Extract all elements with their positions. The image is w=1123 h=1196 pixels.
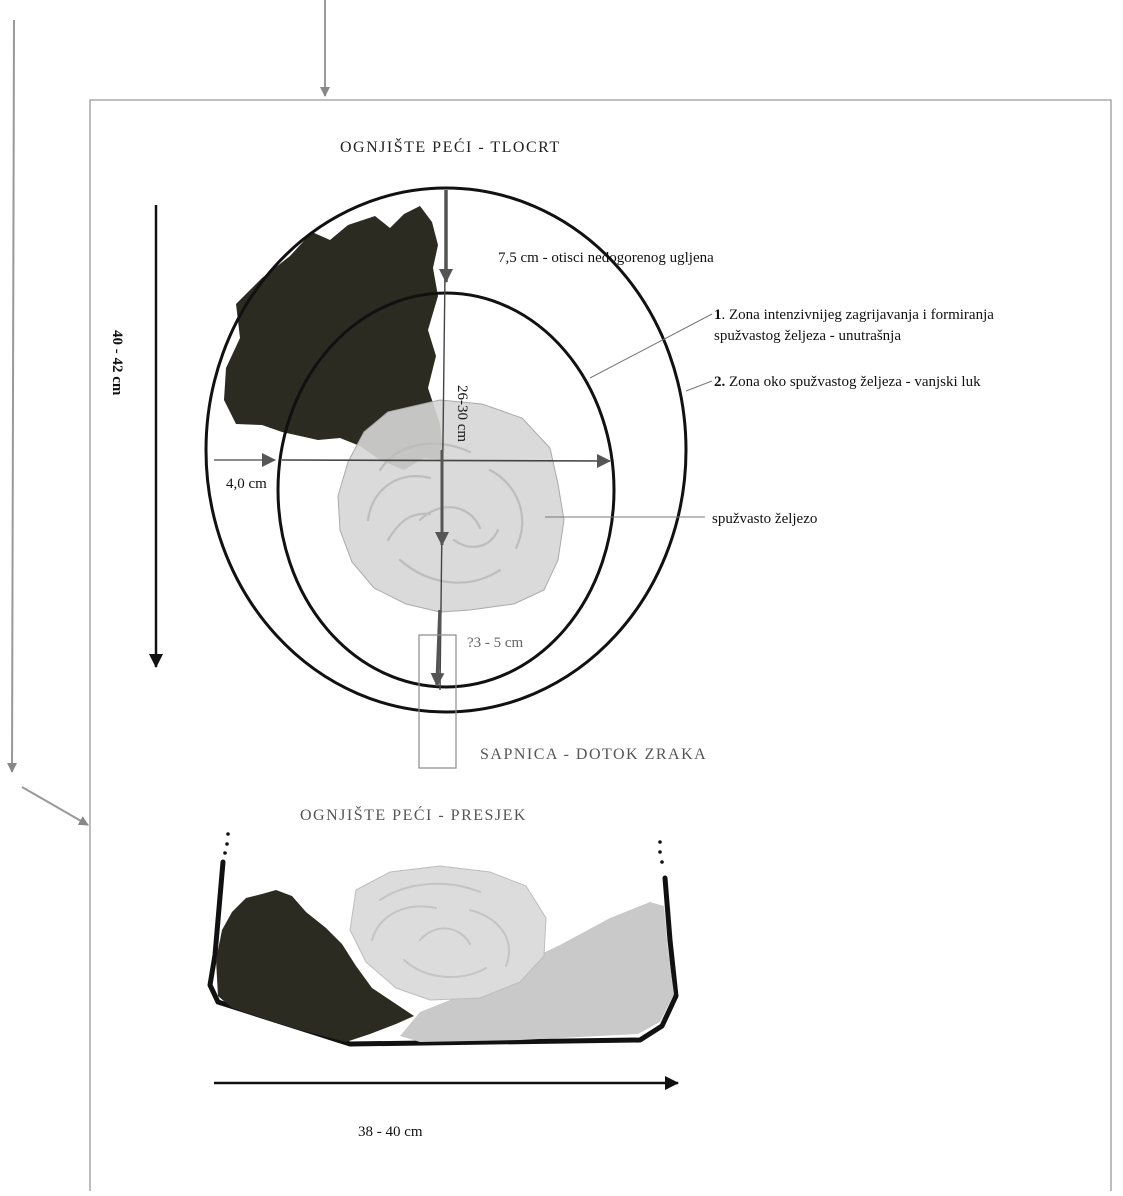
zone1-line1: . Zona intenzivnijeg zagrijavanja i form… — [722, 307, 995, 323]
pointer-arrows — [7, 0, 330, 826]
bloom-plan-texture — [366, 442, 524, 584]
section-title: OGNJIŠTE PEĆI - PRESJEK — [300, 805, 527, 824]
nozzle-dimension-label: ?3 - 5 cm — [467, 635, 524, 651]
zone1-label-line2: spužvastog željeza - unutrašnja — [714, 328, 901, 344]
zone2-text: Zona oko spužvastog željeza - vanjski lu… — [725, 374, 981, 390]
outer-zone-circle — [204, 186, 688, 714]
slag-layer — [400, 902, 674, 1042]
hearth-bowl — [207, 859, 679, 1047]
inner-zone-circle — [276, 291, 616, 689]
charcoal-imprint — [224, 206, 444, 470]
zone1-label: 1. Zona intenzivnijeg zagrijavanja i for… — [714, 307, 994, 323]
bowl-dots — [223, 832, 664, 864]
zone1-number: 1 — [714, 307, 722, 323]
zone2-label: 2. Zona oko spužvastog željeza - vanjski… — [714, 374, 981, 390]
depth-label: 7,5 cm - otisci nedogorenog ugljena — [498, 250, 714, 266]
inner-diameter-label: 26-30 cm — [454, 385, 470, 442]
charcoal-section — [216, 890, 414, 1042]
leader-lines — [545, 313, 713, 518]
bloom-label: spužvasto željezo — [712, 511, 817, 527]
horizontal-axis-line — [281, 453, 611, 468]
air-nozzle — [418, 634, 457, 769]
vertical-dimension-label: 40 - 42 cm — [109, 330, 125, 396]
left-offset-label: 4,0 cm — [226, 476, 267, 492]
plan-title: OGNJIŠTE PEĆI - TLOCRT — [340, 137, 561, 156]
width-dimension-label: 38 - 40 cm — [358, 1124, 423, 1140]
bloom-section — [349, 865, 547, 1001]
zone2-number: 2. — [714, 374, 726, 390]
bloom-section-texture — [371, 882, 510, 978]
nozzle-label: SAPNICA - DOTOK ZRAKA — [480, 746, 707, 763]
page-frame — [89, 99, 1112, 1191]
nozzle-arrow — [430, 609, 445, 687]
bloom-plan — [337, 399, 565, 613]
